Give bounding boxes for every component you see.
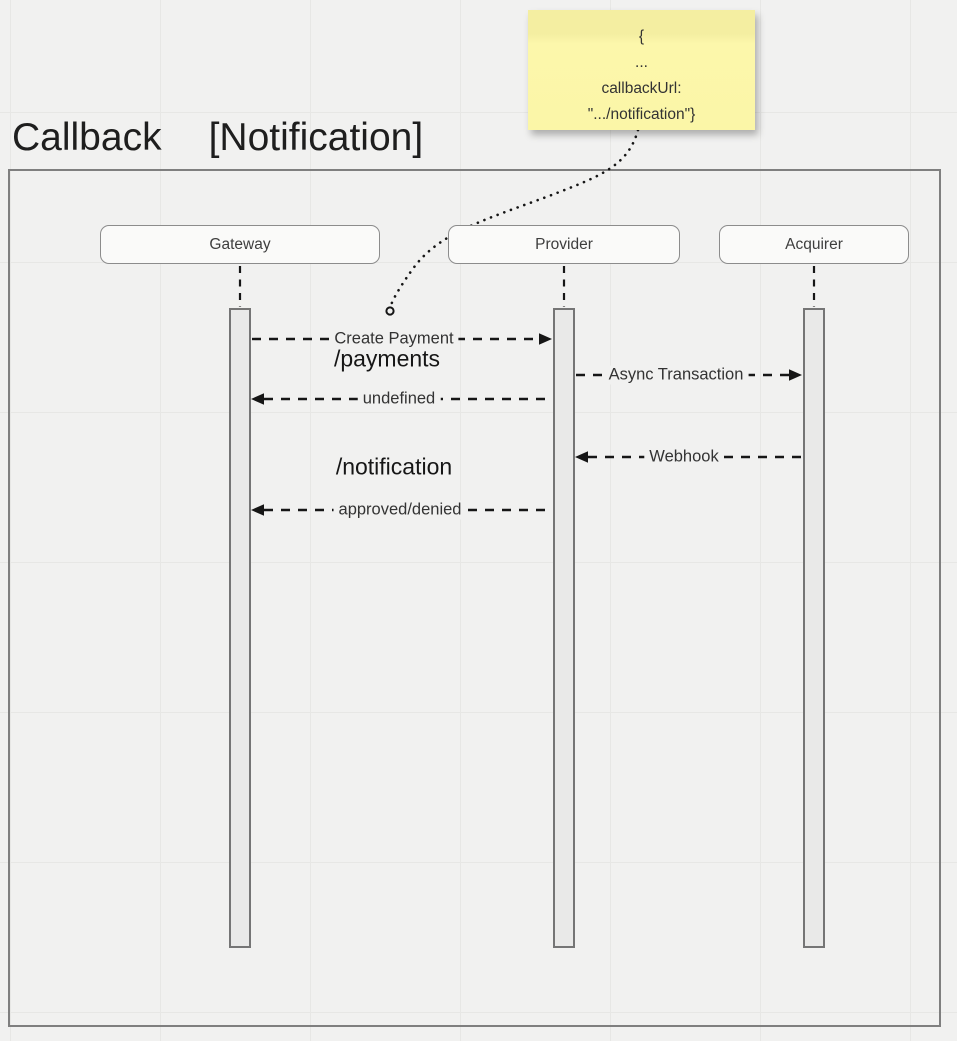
activation-bar-gateway[interactable] <box>229 308 251 948</box>
actor-box-provider[interactable]: Provider <box>448 225 680 264</box>
actor-label: Provider <box>535 235 593 253</box>
actor-label: Gateway <box>209 235 271 253</box>
message-label-undefined[interactable]: undefined <box>357 389 441 409</box>
actor-label: Acquirer <box>785 235 843 253</box>
message-label-async-transaction[interactable]: Async Transaction <box>603 365 749 385</box>
note-line: ... <box>635 54 648 71</box>
actor-box-gateway[interactable]: Gateway <box>100 225 380 264</box>
diagram-title-bracket: [Notification] <box>208 116 424 159</box>
message-label-webhook[interactable]: Webhook <box>644 447 724 467</box>
annotation-payments[interactable]: /payments <box>333 345 441 372</box>
note-line: { <box>638 28 645 45</box>
diagram-title-text: Callback <box>12 116 162 159</box>
note-line: callbackUrl: <box>601 80 682 97</box>
sequence-frame[interactable] <box>8 169 941 1027</box>
sticky-note[interactable]: { ... callbackUrl: ".../notification"} <box>528 10 755 130</box>
note-line: ".../notification"} <box>587 106 696 123</box>
activation-bar-provider[interactable] <box>553 308 575 948</box>
activation-bar-acquirer[interactable] <box>803 308 825 948</box>
message-label-approved-denied[interactable]: approved/denied <box>333 500 467 520</box>
diagram-title[interactable]: Callback [Notification] <box>12 112 423 164</box>
annotation-notification[interactable]: /notification <box>335 453 453 480</box>
actor-box-acquirer[interactable]: Acquirer <box>719 225 909 264</box>
